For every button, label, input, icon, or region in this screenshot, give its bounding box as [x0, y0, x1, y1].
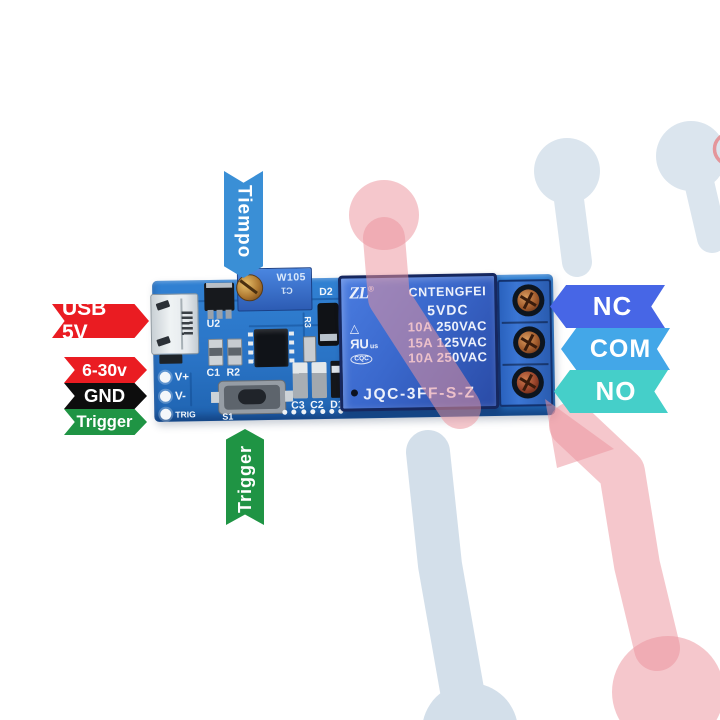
trigger-left-label: Trigger	[76, 412, 133, 431]
silkscreen-d2: D2	[319, 285, 333, 299]
relay-rating-2: 15A 125VAC	[407, 333, 488, 351]
relay-brand-name: CNTENGFEI	[408, 283, 487, 300]
relay-brand-logo: ZL®	[349, 283, 373, 303]
pin-head-top-right	[656, 121, 720, 191]
terminal-screw-nc	[512, 284, 545, 317]
usb-part-marking	[159, 354, 183, 364]
tiempo-label: Tiempo	[233, 184, 255, 259]
pin-stem-top-center	[553, 177, 592, 277]
capacitor-c3	[292, 362, 309, 399]
supply-6-30v-label: 6-30v	[82, 359, 127, 380]
usb-anchor-tab	[156, 335, 171, 347]
resistor-r3	[302, 336, 317, 363]
pin-stem-bottom-center	[406, 430, 484, 712]
relay-coil-voltage: 5VDC	[427, 301, 469, 319]
gnd-banner: GND	[64, 383, 147, 409]
terminal-screw-com	[512, 326, 546, 359]
timer-ic	[253, 328, 289, 368]
capacitor-c2	[311, 361, 328, 399]
nc-label: NC	[592, 291, 633, 321]
pink-pin-head-top	[349, 180, 419, 250]
silkscreen-r3: R3	[302, 316, 313, 328]
screw-terminal-block	[497, 279, 554, 407]
pot-marking-bottom: C1	[281, 285, 294, 296]
silkscreen-u2: U2	[206, 317, 221, 331]
switch-leg	[210, 391, 220, 403]
silkscreen-s1: S1	[222, 411, 234, 422]
relay-rating-3: 10A 250VAC	[408, 349, 488, 366]
com-banner: COM	[561, 328, 670, 370]
triangle-cert-icon: △	[349, 321, 360, 336]
pin-head-top-center	[534, 138, 600, 204]
micro-usb-connector	[150, 293, 200, 356]
capacitor-c1	[208, 338, 224, 367]
usb-anchor-tab	[155, 299, 171, 311]
silkscreen-c1: C1	[206, 366, 221, 380]
terminal-screw-no	[511, 366, 545, 399]
relay-model-number: JQC-3FF-S-Z	[363, 384, 476, 404]
pink-pin-head-bottom-right	[612, 636, 720, 720]
via	[329, 408, 335, 414]
usb-5v-label: USB 5V	[62, 297, 107, 344]
tiempo-arrow: Tiempo	[224, 171, 263, 278]
switch-plunger	[237, 389, 267, 405]
pin-stem-top-right	[684, 167, 720, 253]
voltage-regulator-u2	[204, 282, 235, 320]
red-ring-edge	[712, 134, 720, 164]
relay-timer-module: U2 W105 C1 D2 R3 C1 R2 C3 C2 D1 S1 V+	[150, 267, 556, 422]
no-label: NO	[595, 376, 637, 406]
pink-pin-stem-bottom-right	[549, 402, 680, 671]
silkscreen-trig: TRIG	[175, 409, 196, 420]
resistor-r2	[227, 338, 243, 366]
via	[291, 409, 297, 415]
silkscreen-r2: R2	[226, 366, 241, 379]
relay-rating-1: 10A 250VAC	[407, 318, 487, 335]
relay-pin-dot	[350, 389, 359, 397]
cqc-cert-icon: CQC	[350, 354, 373, 365]
switch-leg	[284, 390, 294, 402]
via	[301, 409, 307, 415]
trigger-left-banner: Trigger	[64, 409, 147, 435]
trigger-bottom-label: Trigger	[234, 444, 255, 513]
no-banner: NO	[554, 370, 668, 413]
trigger-arrow: Trigger	[226, 429, 264, 525]
supply-6-30v-banner: 6-30v	[64, 357, 147, 383]
pot-marking-top: W105	[276, 271, 307, 284]
regulator-leg	[225, 309, 232, 319]
silkscreen-v-plus: V+	[174, 371, 190, 384]
gnd-label: GND	[83, 385, 126, 406]
diode-d2	[317, 302, 340, 347]
via	[310, 409, 316, 415]
via	[282, 409, 288, 415]
usb-5v-banner: USB 5V	[52, 304, 149, 338]
via	[320, 408, 326, 415]
nc-banner: NC	[550, 285, 665, 328]
terminal-separator	[502, 363, 549, 366]
pin-head-bottom-center	[423, 683, 517, 720]
terminal-separator	[501, 321, 548, 324]
usb-pin-comb	[181, 311, 193, 337]
silkscreen-v-minus: V-	[174, 390, 186, 403]
com-label: COM	[589, 334, 652, 363]
trigger-push-button-s1	[210, 379, 294, 415]
